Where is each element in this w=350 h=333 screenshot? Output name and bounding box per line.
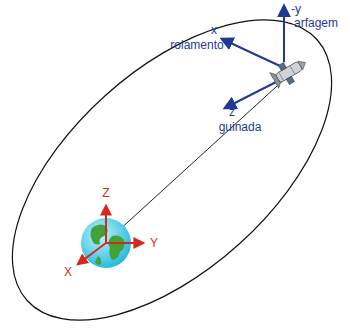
axis-label: Z	[102, 187, 109, 200]
earth-x-axis	[78, 243, 106, 264]
earth-y-axis	[106, 242, 143, 244]
axis-label: Y	[150, 237, 158, 250]
satellite	[269, 53, 311, 90]
axis-label: x	[211, 24, 217, 37]
axis-label: X	[64, 266, 72, 279]
axis-name: arfagem	[294, 17, 338, 30]
axis-label: z	[229, 106, 235, 119]
axis-name: rolamento	[170, 39, 223, 52]
earth-z-axis	[105, 206, 107, 243]
pitch-axis	[283, 6, 285, 62]
axis-name: guinada	[219, 121, 262, 134]
yaw-axis	[225, 80, 280, 108]
axis-label: -y	[291, 3, 301, 16]
roll-axis	[222, 39, 280, 66]
radius-line	[106, 76, 288, 242]
